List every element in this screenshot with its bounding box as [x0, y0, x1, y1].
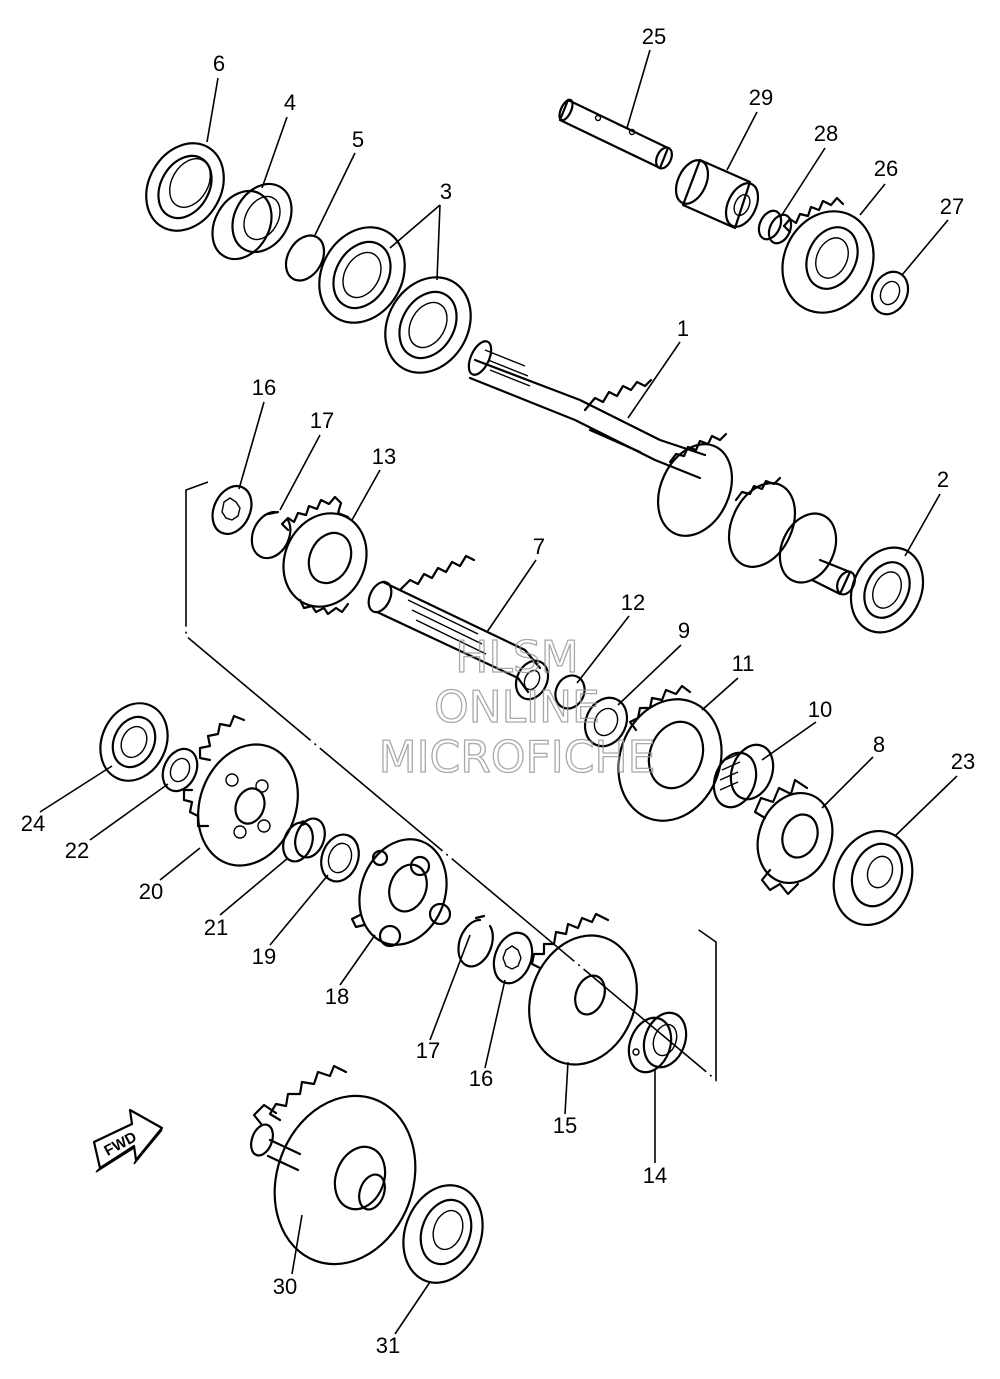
callout-4: 4	[284, 90, 296, 115]
callout-labels: 6 4 5 3 25 29 28 26 27 1 2 16 17 13 7 12…	[21, 24, 975, 1358]
part-31-bearing[interactable]	[390, 1174, 496, 1294]
part-19-washer[interactable]	[315, 829, 365, 886]
callout-14: 14	[643, 1163, 667, 1188]
callout-27: 27	[940, 194, 964, 219]
callout-17-bottom: 17	[416, 1038, 440, 1063]
part-16-lock-washer-bottom[interactable]	[487, 927, 539, 988]
part-18-shift-dog[interactable]	[345, 827, 461, 957]
part-1-main-axle[interactable]	[464, 338, 858, 597]
part-12-circlip[interactable]	[550, 671, 590, 714]
callout-9: 9	[678, 618, 690, 643]
callout-26: 26	[874, 156, 898, 181]
callout-16-top: 16	[252, 375, 276, 400]
callout-13: 13	[372, 444, 396, 469]
callout-8: 8	[873, 732, 885, 757]
fwd-arrow-icon: FWD	[92, 1108, 164, 1173]
callout-12: 12	[621, 590, 645, 615]
part-20-gear[interactable]	[182, 714, 315, 880]
part-21-collar[interactable]	[278, 814, 330, 865]
part-3-bearing-b[interactable]	[368, 262, 487, 389]
callout-29: 29	[749, 85, 773, 110]
part-7-drive-axle[interactable]	[364, 554, 554, 704]
watermark: HLSM ONLINE MICROFICHE	[378, 631, 656, 783]
callout-18: 18	[325, 984, 349, 1009]
part-6-oil-seal[interactable]	[131, 129, 239, 245]
part-2-bearing[interactable]	[838, 536, 937, 644]
part-25-shaft[interactable]	[557, 98, 675, 171]
callout-17-top: 17	[310, 408, 334, 433]
callout-16-bottom: 16	[469, 1066, 493, 1091]
part-22-washer[interactable]	[156, 743, 204, 796]
watermark-line-1: HLSM	[455, 632, 579, 683]
callout-20: 20	[139, 879, 163, 904]
part-26-gear[interactable]	[766, 196, 890, 327]
assembly-group-bracket	[185, 481, 717, 1082]
leader-lines	[39, 49, 958, 1335]
part-14-collar[interactable]	[622, 1007, 694, 1078]
part-11-gear[interactable]	[602, 684, 738, 836]
callout-23: 23	[951, 749, 975, 774]
watermark-line-3: MICROFICHE	[379, 732, 656, 783]
part-17-circlip-bottom[interactable]	[457, 914, 494, 968]
callout-31: 31	[376, 1333, 400, 1358]
part-30-gear[interactable]	[247, 1064, 438, 1284]
callout-15: 15	[553, 1113, 577, 1138]
part-15-gear[interactable]	[512, 912, 655, 1080]
part-27-washer[interactable]	[865, 266, 914, 320]
part-23-bearing[interactable]	[821, 820, 925, 936]
callout-5: 5	[352, 127, 364, 152]
callout-21: 21	[204, 915, 228, 940]
part-8-dog-gear[interactable]	[745, 778, 844, 896]
part-16-lock-washer-top[interactable]	[205, 480, 259, 541]
callout-22: 22	[65, 838, 89, 863]
part-10-needle-bearing[interactable]	[707, 739, 781, 813]
part-5-o-ring[interactable]	[278, 229, 331, 288]
callout-1: 1	[677, 316, 689, 341]
callout-11: 11	[732, 651, 755, 676]
callout-7: 7	[533, 534, 545, 559]
callout-2: 2	[937, 467, 949, 492]
part-24-bearing[interactable]	[88, 692, 180, 792]
callout-10: 10	[808, 697, 832, 722]
callout-19: 19	[252, 944, 276, 969]
part-4-collar[interactable]	[201, 173, 304, 269]
callout-6: 6	[213, 51, 225, 76]
part-9-washer[interactable]	[577, 691, 634, 753]
callout-25: 25	[642, 24, 666, 49]
callout-30: 30	[273, 1274, 297, 1299]
watermark-line-2: ONLINE	[434, 682, 600, 733]
part-17-circlip-top[interactable]	[250, 510, 292, 560]
part-13-gear[interactable]	[268, 495, 381, 620]
callout-24: 24	[21, 811, 45, 836]
callout-28: 28	[814, 121, 838, 146]
part-28-needle-bearing[interactable]	[755, 207, 796, 247]
part-29-sleeve[interactable]	[670, 155, 765, 232]
callout-3: 3	[440, 179, 452, 204]
part-3-bearing-a[interactable]	[302, 212, 421, 339]
